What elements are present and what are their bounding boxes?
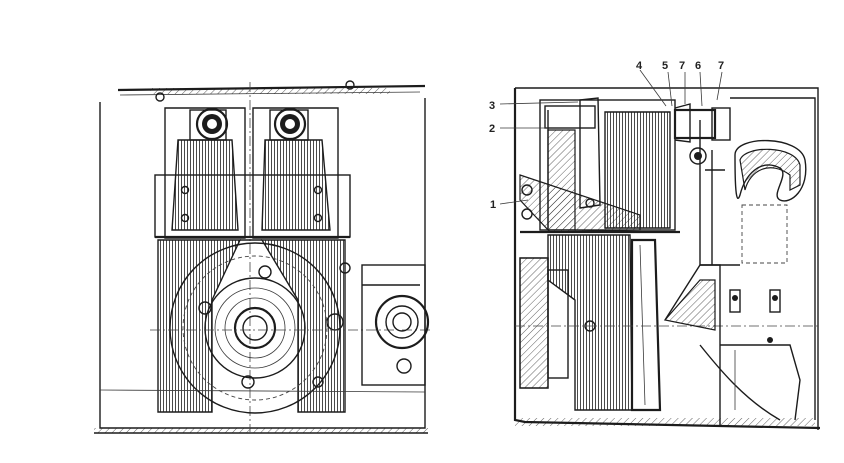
fan-shroud-right [260,239,346,413]
engine-block [699,97,816,420]
fan-drive-right-view [515,234,820,412]
gear-housing-left-view [361,264,430,386]
callout-6: 7 [679,60,685,72]
callout-1: 1 [490,199,496,211]
callout-4: 4 [636,60,643,72]
callout-7: 6 [695,60,701,72]
callout-8: 7 [718,60,724,72]
radiator-right [252,107,339,239]
radiator-left [164,107,246,239]
callout-5: 5 [662,60,668,72]
callout-leaders [499,69,723,205]
fan-assembly-left [169,242,351,414]
hull-outline-left [99,98,426,429]
callout-2: 2 [489,123,495,135]
crankcase-bowl [663,264,801,425]
callout-3: 3 [489,100,495,112]
inlet-pipe-assembly [673,103,731,165]
left-view [94,80,430,434]
radiator-housing-right-view [539,97,676,231]
fan-shroud-left [157,239,242,413]
right-view [513,87,821,430]
